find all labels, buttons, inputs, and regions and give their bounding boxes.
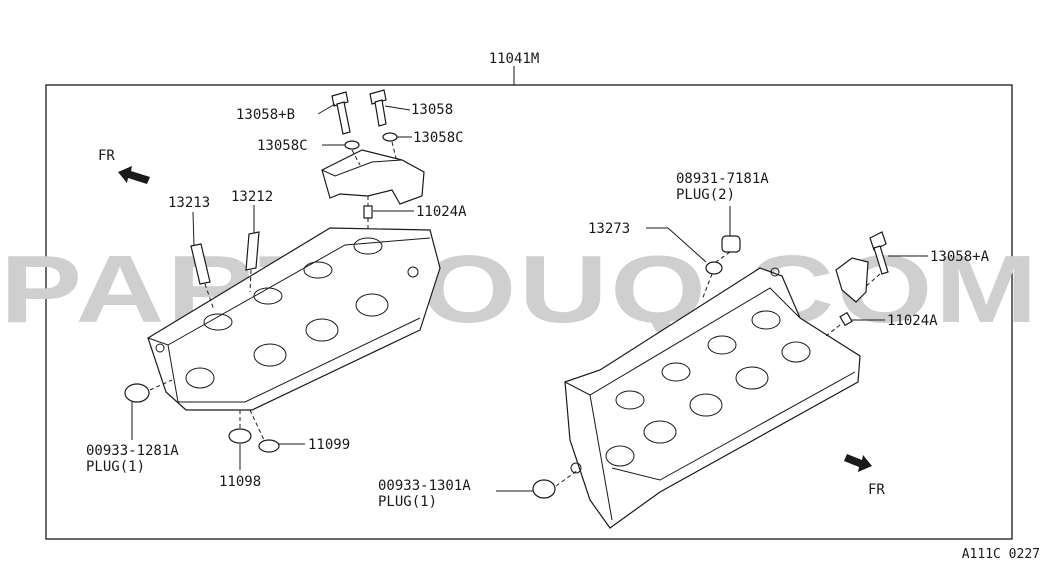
left-head-bottom-edge [178,317,421,403]
plug-11099 [258,439,280,453]
washer-13058c-right [382,132,398,142]
leader [646,227,707,263]
right-head-top-edge [564,287,801,396]
bracket-right [835,257,869,303]
label-13213: 13213 [168,195,210,211]
right-cam-journal [707,335,737,355]
dash-guide [204,283,215,311]
label-08931-plug: PLUG(2) [676,187,735,203]
bolt-13058b [331,91,351,135]
bracket-body [321,149,425,205]
right-cam-journal [661,362,691,382]
dash-guide [715,251,731,263]
fr-label-right: FR [868,482,885,498]
washer-13273 [705,261,723,275]
dowel-11024a-right [839,311,853,327]
left-head-top-edge [147,237,431,346]
label-13273: 13273 [588,221,630,237]
label-13212: 13212 [231,189,273,205]
plug-00933-1281a [124,383,150,403]
left-port [355,293,389,317]
dash-guide [701,273,713,301]
left-bolt-hole [155,343,165,353]
label-13058a: 13058+A [930,249,990,265]
fr-label-left: FR [98,148,115,164]
leader [384,105,411,111]
right-port [735,366,769,390]
left-head-body [147,227,441,411]
bolt-13058 [369,89,387,127]
left-bolt-hole [407,266,419,278]
right-bolt-hole [770,267,780,277]
right-bolt-hole [570,462,582,474]
dash-guide [351,149,361,166]
label-00933-1281a: 00933-1281A [86,443,179,459]
bolt-13058a-shank [873,245,889,275]
right-head-body [564,267,861,529]
left-head-front-edge [167,344,179,403]
left-cam-journal [253,287,283,305]
label-11098: 11098 [219,474,261,490]
assembly-code: 11041M [489,51,540,67]
left-port [253,343,287,367]
bracket-edge [321,159,403,177]
right-port [605,445,635,467]
dash-guide [863,273,881,289]
arrow-icon [118,166,150,184]
left-port [185,367,215,389]
cam-bracket [321,149,425,205]
dash-guide [555,469,579,487]
right-cam-journal [751,310,781,330]
right-port [689,393,723,417]
dash-guide [391,141,397,159]
bolt-shank [336,101,351,135]
label-11024a-top: 11024A [416,204,467,220]
label-13058c-right: 13058C [413,130,464,146]
right-cylinder-head [564,267,861,529]
right-head-lower-edge [611,371,856,481]
washer-13058c-left [344,140,360,150]
figure-code: A111C 0227 [962,547,1040,562]
dash-guide [825,324,841,337]
tube-13212 [245,231,260,271]
left-port [305,318,339,342]
label-13058b: 13058+B [236,107,295,123]
label-11099: 11099 [308,437,350,453]
watermark: PARTSOUQ.COM [0,236,1040,343]
diagram-frame [45,84,1013,540]
label-11024a-right: 11024A [887,313,938,329]
dowel-11024a-top [363,205,373,219]
arrow-icon [844,454,872,472]
left-cam-journal [203,313,233,331]
label-00933-1301a-plug: PLUG(1) [378,494,437,510]
fr-arrow-left: FR [98,148,150,184]
seal-11098 [228,428,252,444]
label-08931-7181a: 08931-7181A [676,171,769,187]
fr-arrow-right: FR [844,454,885,498]
bolt-13058a-head [869,231,887,251]
left-cylinder-head [147,227,441,411]
dash-guide [249,409,265,441]
label-00933-1301a: 00933-1301A [378,478,471,494]
plug-08931-7181a [721,235,741,253]
right-cam-journal [615,390,645,410]
plug-00933-1301a [532,479,556,499]
left-cam-journal [353,237,383,255]
right-port [643,420,677,444]
dash-guide [249,269,252,293]
leader [317,103,336,115]
tube-13213 [190,243,211,285]
left-cam-journal [303,261,333,279]
right-head-front-edge [589,394,613,521]
label-13058c-left: 13058C [257,138,308,154]
label-13058: 13058 [411,102,453,118]
bolt-shank [374,99,387,127]
label-00933-1281a-plug: PLUG(1) [86,459,145,475]
right-port [781,341,811,363]
leader [192,211,195,247]
